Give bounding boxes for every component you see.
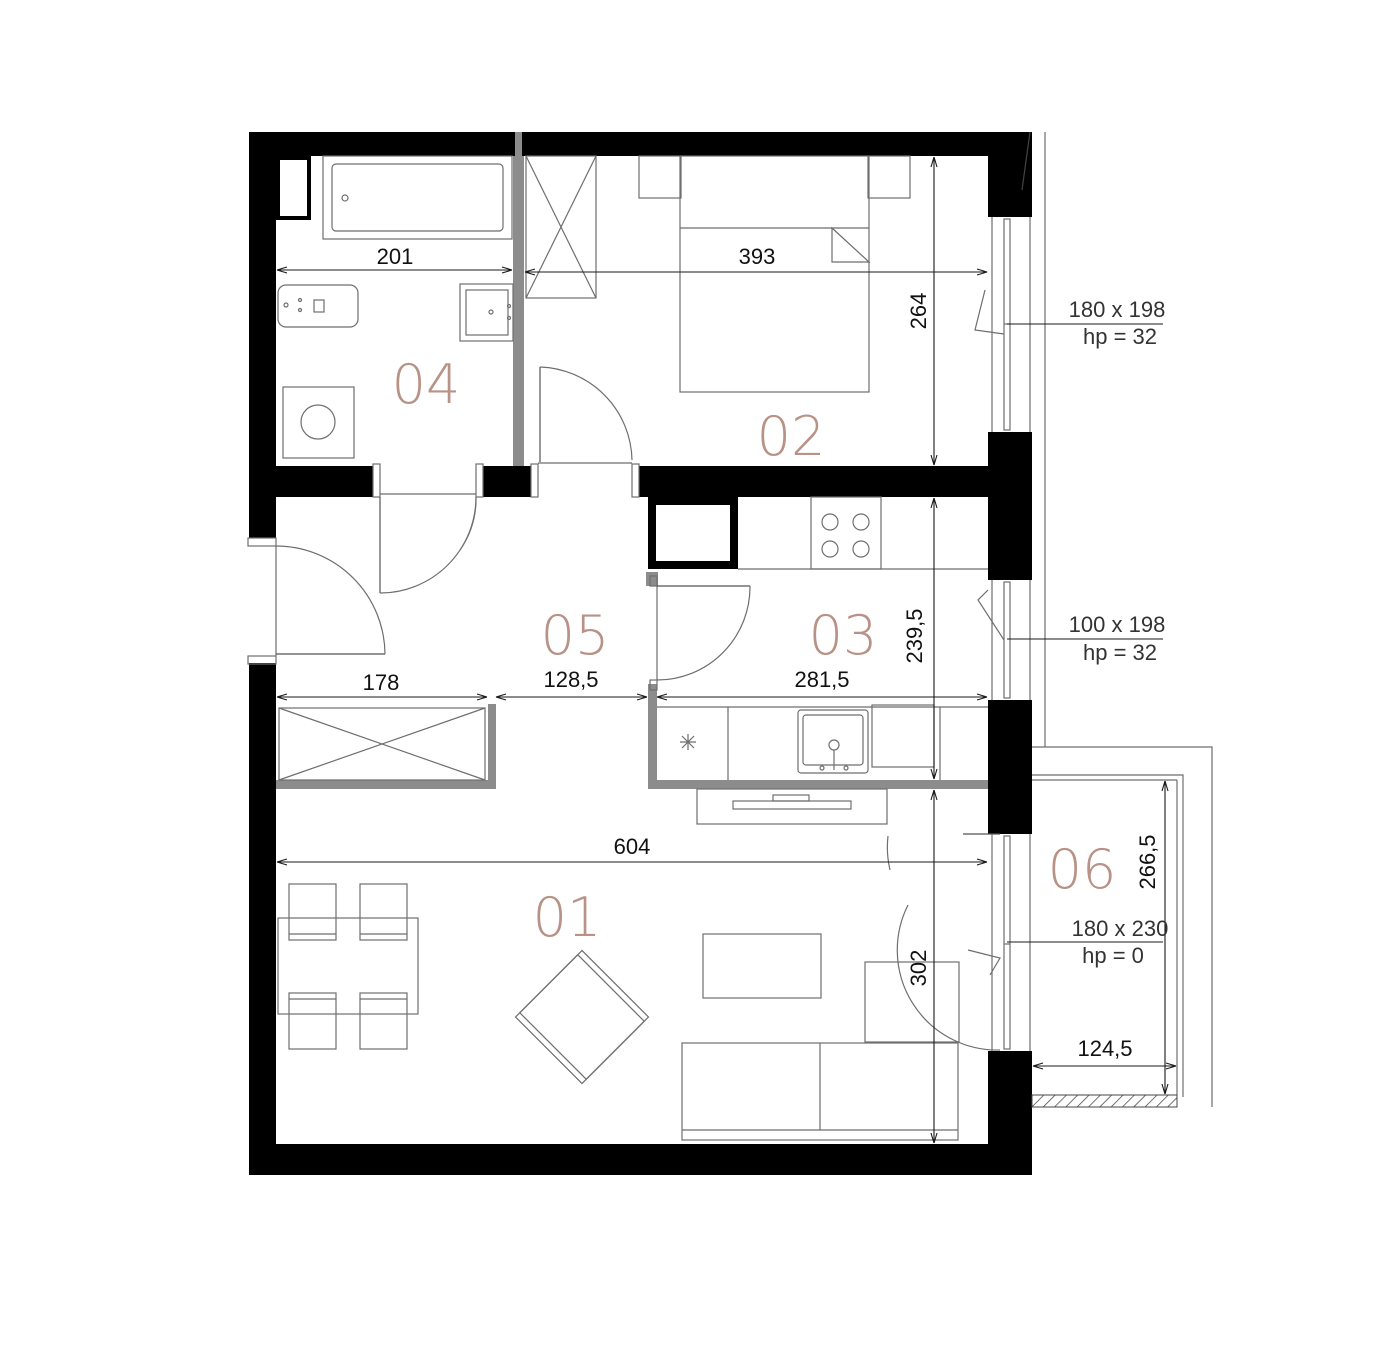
room-03-label: 03	[809, 604, 878, 667]
dim-128-5: 128,5	[543, 667, 598, 692]
room-04-label: 04	[392, 353, 461, 416]
balcony	[1031, 746, 1213, 1108]
dim-201: 201	[377, 244, 414, 269]
room-02-label: 02	[757, 405, 826, 468]
dim-393: 393	[739, 244, 776, 269]
dim-264: 264	[906, 293, 931, 330]
dimension-lines	[276, 156, 1177, 1144]
dim-178: 178	[363, 670, 400, 695]
dim-124-5: 124,5	[1077, 1036, 1132, 1061]
window-2-hp: hp = 32	[1083, 640, 1157, 665]
windows	[967, 131, 1046, 1051]
bedroom-fixtures	[525, 155, 911, 393]
window-1-hp: hp = 32	[1083, 324, 1157, 349]
room-01-label: 01	[533, 886, 602, 949]
room-05-label: 05	[541, 604, 610, 667]
dim-239-5: 239,5	[902, 608, 927, 663]
dim-266-5: 266,5	[1135, 834, 1160, 889]
dim-604: 604	[614, 834, 651, 859]
room-06-label: 06	[1048, 838, 1117, 901]
window-3-size: 180 x 230	[1072, 916, 1169, 941]
living-furniture	[277, 883, 960, 1141]
window-labels: 180 x 198 hp = 32 100 x 198 hp = 32 180 …	[1069, 297, 1169, 968]
dimension-labels: 201 393 264 178 128,5 281,5 239,5 604 30…	[363, 244, 1160, 1061]
kitchen-fixtures	[657, 496, 988, 825]
dim-281-5: 281,5	[794, 667, 849, 692]
bathroom-fixtures	[277, 155, 514, 459]
window-2-size: 100 x 198	[1069, 612, 1166, 637]
exterior-walls	[249, 132, 1032, 1175]
hall-wardrobe	[278, 707, 486, 781]
doors	[247, 366, 1001, 1051]
interior-walls	[276, 156, 988, 569]
room-labels: 01 02 03 04 05 06	[392, 353, 1117, 949]
window-1-size: 180 x 198	[1069, 297, 1166, 322]
window-3-hp: hp = 0	[1082, 943, 1144, 968]
dim-302: 302	[906, 950, 931, 987]
